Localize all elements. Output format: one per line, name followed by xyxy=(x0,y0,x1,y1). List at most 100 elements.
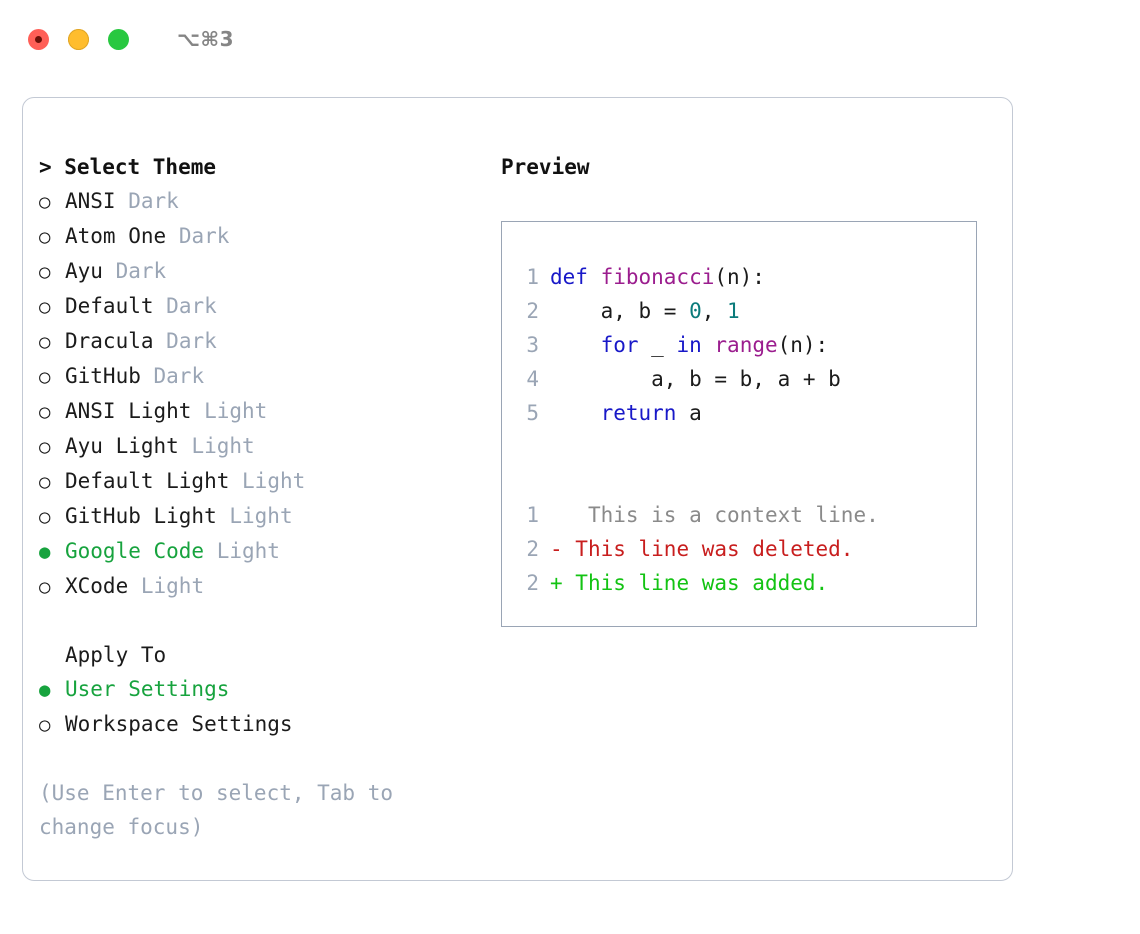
hint-spacer xyxy=(39,742,479,776)
apply-to-option-user-settings[interactable]: ● User Settings xyxy=(39,672,479,707)
code-content: def fibonacci(n): xyxy=(550,260,765,294)
code-line: 3 for _ in range(n): xyxy=(514,328,976,362)
theme-option-github-dark[interactable]: ○ GitHub Dark xyxy=(39,359,479,394)
minimize-button[interactable] xyxy=(68,28,89,50)
code-token-number: 1 xyxy=(727,299,740,323)
code-token-plain xyxy=(550,401,601,425)
radio-selected-icon: ● xyxy=(39,541,51,563)
theme-option-category xyxy=(154,324,167,358)
maximize-button[interactable] xyxy=(108,28,129,50)
theme-option-xcode[interactable]: ○ XCode Light xyxy=(39,569,479,604)
theme-option-ayu-light[interactable]: ○ Ayu Light Light xyxy=(39,429,479,464)
theme-option-label: Default Light xyxy=(65,469,230,493)
line-number: 2 xyxy=(526,571,539,595)
line-number: 2 xyxy=(526,537,539,561)
code-content: for _ in range(n): xyxy=(550,328,829,362)
theme-option-label: GitHub xyxy=(65,364,141,388)
code-token-plain: a xyxy=(676,401,702,425)
diff-line-deleted: 2 - This line was deleted. xyxy=(514,532,976,566)
theme-option-category-text: Light xyxy=(242,469,306,493)
theme-list: ○ ANSI Dark ○ Atom One Dark ○ Ayu Dark xyxy=(39,184,479,604)
window-controls xyxy=(28,28,129,50)
apply-to-header: Apply To xyxy=(65,643,167,667)
diff-sample: 1 This is a context line. 2 - This line … xyxy=(514,498,976,600)
code-line: 5 return a xyxy=(514,396,976,430)
theme-option-label: Atom One xyxy=(65,224,167,248)
code-token-function: range xyxy=(714,333,778,357)
radio-unselected-icon: ○ xyxy=(39,401,51,423)
code-content: return a xyxy=(550,396,702,430)
preview-gap xyxy=(514,464,976,498)
title-bar: ⌥⌘3 xyxy=(0,0,1140,78)
theme-option-category-text: Dark xyxy=(128,189,179,213)
keyboard-shortcut-label: ⌥⌘3 xyxy=(177,27,235,51)
preview-column: Preview 1 def fibonacci(n): 2 a, b = 0, … xyxy=(501,150,996,627)
line-number: 1 xyxy=(526,503,539,527)
diff-marker: - xyxy=(550,537,563,561)
line-number: 2 xyxy=(526,299,539,323)
theme-option-ansi-light[interactable]: ○ ANSI Light Light xyxy=(39,394,479,429)
code-token-plain: a, b = b, a + b xyxy=(550,367,841,391)
theme-option-category xyxy=(103,254,116,288)
code-token-keyword: def xyxy=(550,265,601,289)
radio-unselected-icon: ○ xyxy=(39,506,51,528)
theme-option-category xyxy=(116,184,129,218)
code-line: 2 a, b = 0, 1 xyxy=(514,294,976,328)
theme-option-ayu[interactable]: ○ Ayu Dark xyxy=(39,254,479,289)
theme-option-category-text: Dark xyxy=(166,329,217,353)
theme-option-dracula[interactable]: ○ Dracula Dark xyxy=(39,324,479,359)
apply-to-list: ● User Settings ○ Workspace Settings xyxy=(39,672,479,742)
code-token-keyword: for xyxy=(600,333,639,357)
code-sample: 1 def fibonacci(n): 2 a, b = 0, 1 3 for … xyxy=(514,260,976,430)
apply-to-option-label: Workspace Settings xyxy=(65,712,293,736)
code-content: a, b = 0, 1 xyxy=(550,294,740,328)
radio-unselected-icon: ○ xyxy=(39,296,51,318)
line-number: 4 xyxy=(526,367,539,391)
diff-text: This line was deleted. xyxy=(562,537,854,561)
radio-unselected-icon: ○ xyxy=(39,191,51,213)
code-token-plain: _ xyxy=(638,333,677,357)
theme-option-ansi[interactable]: ○ ANSI Dark xyxy=(39,184,479,219)
apply-to-option-label: User Settings xyxy=(65,677,230,701)
theme-option-category xyxy=(204,534,217,568)
radio-unselected-icon: ○ xyxy=(39,331,51,353)
theme-option-label: ANSI Light xyxy=(65,399,192,423)
code-token-number: 0 xyxy=(689,299,702,323)
theme-option-category xyxy=(166,219,179,253)
radio-unselected-icon: ○ xyxy=(39,226,51,248)
diff-text: This is a context line. xyxy=(562,503,879,527)
code-token-plain xyxy=(702,333,715,357)
apply-to-option-workspace-settings[interactable]: ○ Workspace Settings xyxy=(39,707,479,742)
radio-unselected-icon: ○ xyxy=(39,366,51,388)
diff-marker: + xyxy=(550,571,563,595)
keyboard-hint-text: (Use Enter to select, Tab to change focu… xyxy=(39,781,394,839)
theme-option-google-code[interactable]: ● Google Code Light xyxy=(39,534,479,569)
theme-option-label: XCode xyxy=(65,574,129,598)
code-token-keyword: in xyxy=(676,333,702,357)
theme-option-category xyxy=(128,569,141,603)
radio-unselected-icon: ○ xyxy=(39,471,51,493)
theme-option-label: Ayu Light xyxy=(65,434,179,458)
theme-option-github-light[interactable]: ○ GitHub Light Light xyxy=(39,499,479,534)
theme-option-label: Dracula xyxy=(65,329,154,353)
theme-option-category-text: Light xyxy=(140,574,205,598)
line-number: 3 xyxy=(526,333,539,357)
diff-line-added: 2 + This line was added. xyxy=(514,566,976,600)
theme-option-category xyxy=(191,394,204,428)
code-token-plain: a, b = xyxy=(550,299,690,323)
close-button[interactable] xyxy=(28,28,49,50)
theme-option-category-text: Light xyxy=(216,539,280,563)
theme-option-category-text: Light xyxy=(204,399,268,423)
theme-option-category-text: Dark xyxy=(166,294,217,318)
diff-text: This line was added. xyxy=(562,571,829,595)
theme-option-category xyxy=(179,429,192,463)
select-theme-header: > Select Theme xyxy=(39,155,217,179)
radio-unselected-icon: ○ xyxy=(39,436,51,458)
theme-option-atom-one[interactable]: ○ Atom One Dark xyxy=(39,219,479,254)
radio-unselected-icon: ○ xyxy=(39,576,51,598)
theme-option-default-light[interactable]: ○ Default Light Light xyxy=(39,464,479,499)
theme-option-label: GitHub Light xyxy=(65,504,217,528)
theme-option-default-dark[interactable]: ○ Default Dark xyxy=(39,289,479,324)
preview-box: 1 def fibonacci(n): 2 a, b = 0, 1 3 for … xyxy=(501,221,977,627)
theme-option-category xyxy=(217,499,230,533)
